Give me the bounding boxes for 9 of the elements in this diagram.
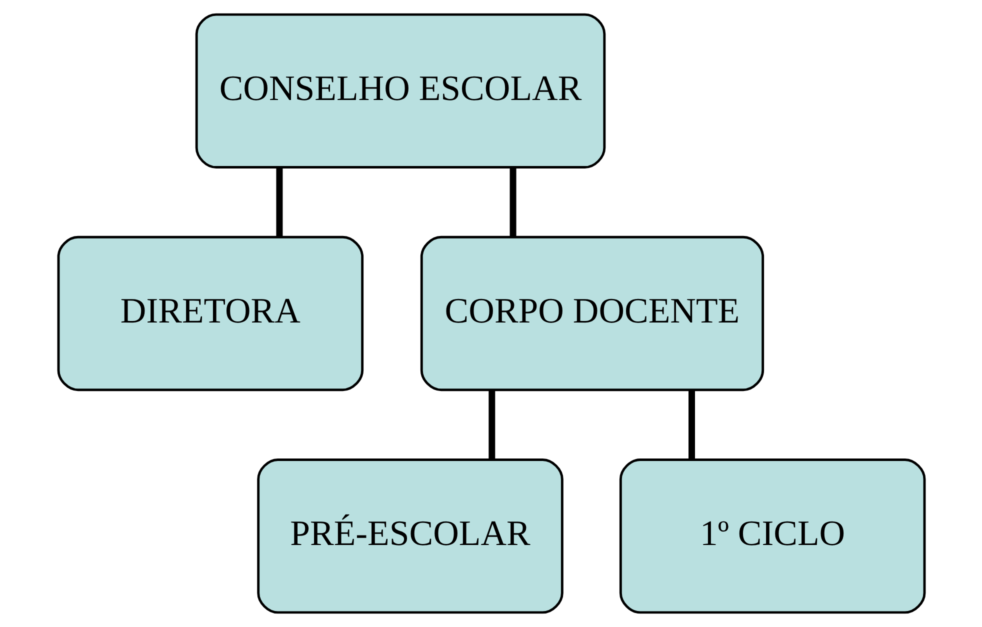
connector: [488, 390, 495, 460]
node-box: DIRETORA: [56, 236, 364, 392]
node-box: CORPO DOCENTE: [420, 236, 764, 392]
connector: [276, 168, 282, 237]
node-box: PRÉ-ESCOLAR: [256, 458, 563, 614]
connector: [509, 168, 516, 237]
node-box: 1º CICLO: [618, 458, 926, 614]
node-box: CONSELHO ESCOLAR: [194, 13, 606, 168]
connector: [688, 390, 694, 460]
